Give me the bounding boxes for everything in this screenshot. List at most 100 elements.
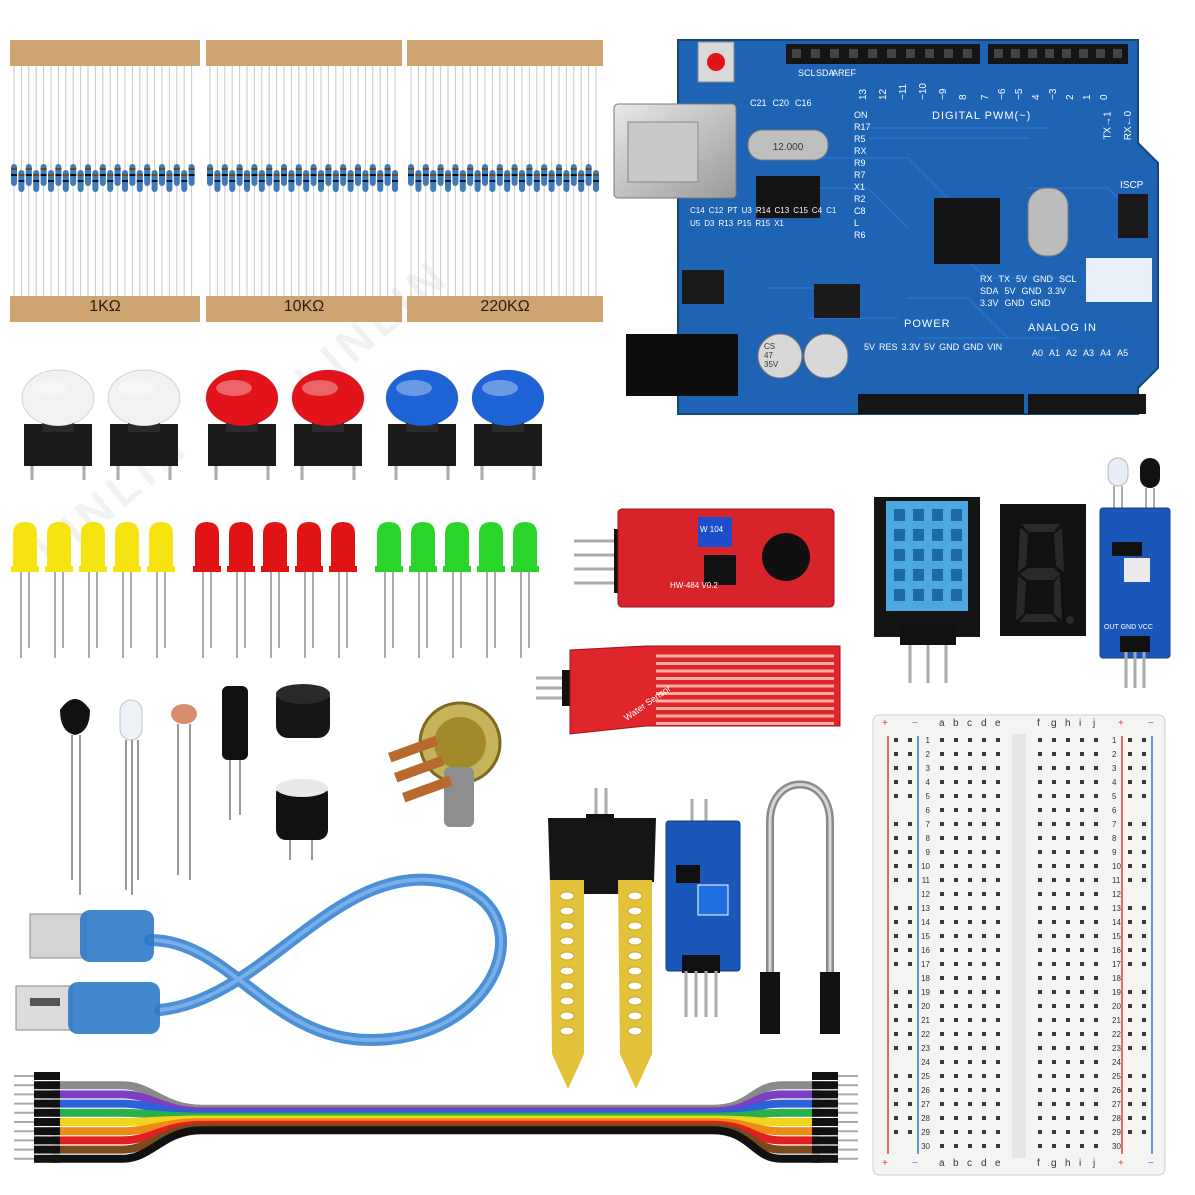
svg-text:7: 7 xyxy=(1112,820,1117,829)
led xyxy=(329,522,357,658)
jumper-loop-image xyxy=(760,780,840,1034)
usb-cable xyxy=(10,870,540,1060)
svg-text:21: 21 xyxy=(1112,1016,1121,1025)
svg-text:8: 8 xyxy=(926,834,931,843)
led xyxy=(11,522,39,658)
led xyxy=(295,522,323,658)
svg-text:26: 26 xyxy=(1112,1086,1121,1095)
svg-text:22: 22 xyxy=(921,1030,930,1039)
analog-in-label: ANALOG IN xyxy=(1028,322,1097,334)
digital-pwm-label: DIGITAL PWM(~) xyxy=(932,110,1032,122)
svg-text:21: 21 xyxy=(921,1016,930,1025)
svg-text:9: 9 xyxy=(926,848,931,857)
svg-text:13: 13 xyxy=(858,88,869,100)
svg-text:1: 1 xyxy=(926,736,931,745)
ir-module-pin-label: OUT GND VCC xyxy=(1104,624,1153,631)
tactile-button xyxy=(291,369,365,480)
led xyxy=(113,522,141,658)
svg-text:2: 2 xyxy=(926,750,931,759)
tactile-button xyxy=(21,369,95,480)
soil-sensor-image xyxy=(548,788,656,1089)
tactile-button xyxy=(205,369,279,480)
misc-components-image xyxy=(60,684,330,895)
svg-text:~10: ~10 xyxy=(918,83,929,100)
sound-sensor-module: HW-484 V0.2 W 104 xyxy=(574,505,836,609)
svg-text:8: 8 xyxy=(958,94,969,100)
svg-text:11: 11 xyxy=(1112,876,1121,885)
svg-text:12: 12 xyxy=(878,88,889,100)
svg-text:25: 25 xyxy=(921,1072,930,1081)
sound-sensor-model-label: HW-484 V0.2 xyxy=(670,581,718,590)
led xyxy=(227,522,255,658)
led xyxy=(511,522,539,658)
svg-text:7: 7 xyxy=(980,94,991,100)
svg-text:24: 24 xyxy=(1112,1058,1121,1067)
usb-cable-image xyxy=(15,873,507,1047)
seven-segment-display xyxy=(998,502,1088,638)
svg-text:29: 29 xyxy=(1112,1128,1121,1137)
svg-text:14: 14 xyxy=(1112,918,1121,927)
led-row xyxy=(10,520,570,660)
svg-text:9: 9 xyxy=(1112,848,1117,857)
sound-sensor-image xyxy=(574,508,835,608)
rainbow-jumper-wires xyxy=(12,1062,860,1172)
potentiometer-image xyxy=(388,701,502,827)
resistor-group-220k: 220KΩ xyxy=(407,40,603,322)
svg-text:28: 28 xyxy=(921,1114,930,1123)
led xyxy=(261,522,289,658)
svg-text:0: 0 xyxy=(1099,94,1110,100)
svg-text:14: 14 xyxy=(921,918,930,927)
svg-text:29: 29 xyxy=(921,1128,930,1137)
svg-text:5: 5 xyxy=(926,792,931,801)
resistor-value-label: 1KΩ xyxy=(89,298,121,315)
tx-label: TX→1 xyxy=(1102,111,1114,140)
dht11-image xyxy=(874,497,980,683)
seven-segment-image xyxy=(1000,504,1086,636)
svg-text:27: 27 xyxy=(921,1100,930,1109)
resistor-strip-image xyxy=(10,40,200,322)
cap-text: CS 47 35V xyxy=(764,342,779,369)
svg-text:10: 10 xyxy=(921,862,930,871)
svg-text:24: 24 xyxy=(921,1058,930,1067)
svg-text:28: 28 xyxy=(1112,1114,1121,1123)
svg-text:11: 11 xyxy=(922,876,931,885)
dht11-sensor xyxy=(872,495,982,685)
svg-text:~9: ~9 xyxy=(938,88,949,100)
ir-module-image xyxy=(1099,457,1171,688)
misc-components xyxy=(50,680,370,910)
led xyxy=(79,522,107,658)
water-sensor-image xyxy=(536,645,841,735)
crystal-label: 12.000 xyxy=(773,142,804,153)
svg-text:~6: ~6 xyxy=(997,88,1008,100)
led xyxy=(443,522,471,658)
svg-text:3: 3 xyxy=(926,764,931,773)
potentiometer xyxy=(380,695,510,835)
svg-text:20: 20 xyxy=(1112,1002,1121,1011)
aref-label: AREF xyxy=(832,68,857,78)
tactile-buttons xyxy=(10,368,550,488)
resistor-strip-image xyxy=(206,40,402,322)
svg-text:3: 3 xyxy=(1112,764,1117,773)
resistor-value-label: 220KΩ xyxy=(480,298,530,315)
svg-text:~3: ~3 xyxy=(1048,88,1059,100)
svg-text:15: 15 xyxy=(1112,932,1121,941)
led xyxy=(477,522,505,658)
svg-text:23: 23 xyxy=(921,1044,930,1053)
svg-text:12: 12 xyxy=(1112,890,1121,899)
svg-text:17: 17 xyxy=(921,960,930,969)
svg-text:20: 20 xyxy=(921,1002,930,1011)
resistor-strip-image xyxy=(407,40,603,322)
svg-text:26: 26 xyxy=(921,1086,930,1095)
svg-text:12: 12 xyxy=(921,890,930,899)
svg-text:13: 13 xyxy=(1112,904,1121,913)
svg-text:30: 30 xyxy=(1112,1142,1121,1151)
soil-moisture-sensor xyxy=(544,784,662,1094)
